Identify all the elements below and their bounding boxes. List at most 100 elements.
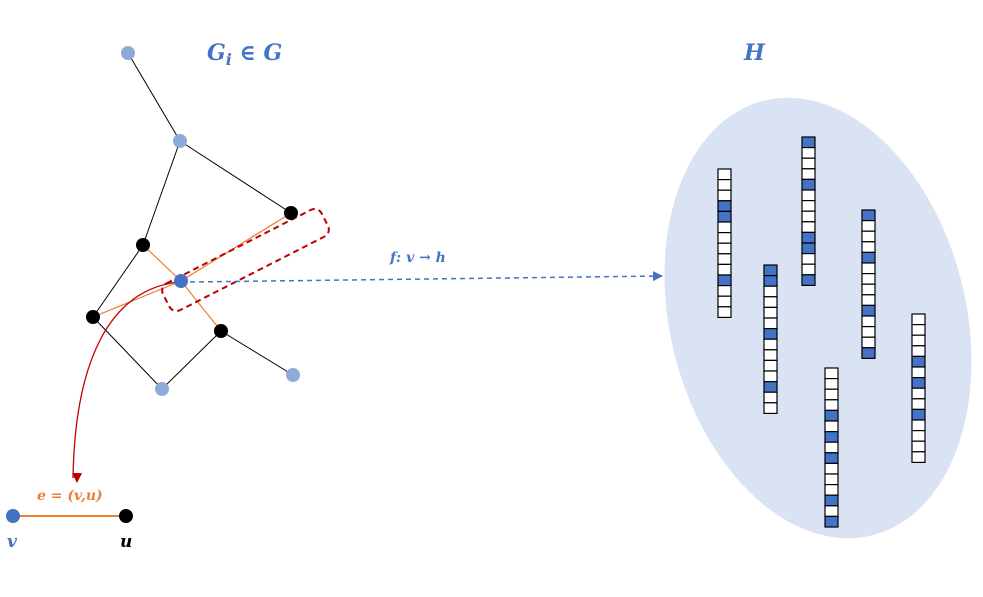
vector-cell: [717, 253, 732, 266]
graph-edge-n8-n7: [161, 330, 222, 390]
vector-cell: [861, 347, 876, 359]
vector-cell: [911, 324, 926, 336]
vector-cell: [763, 317, 778, 330]
vector-cell: [911, 387, 926, 400]
vector-cell: [911, 313, 926, 326]
vector-cell: [717, 200, 732, 213]
vector-cell: [763, 275, 778, 287]
mapping-arrow: [189, 271, 663, 283]
embedding-vector-vec1: [717, 168, 732, 318]
vector-cell: [801, 221, 816, 234]
vector-cell: [801, 274, 816, 286]
vector-cell: [824, 452, 839, 464]
vector-cell: [824, 409, 839, 422]
vector-cell: [861, 230, 876, 243]
vector-cell: [801, 253, 816, 265]
highlight-box: [161, 207, 330, 313]
vector-cell: [717, 285, 732, 297]
graph-edge-n4-n6: [92, 244, 144, 318]
vector-cell: [801, 178, 816, 191]
vector-cell: [861, 241, 876, 254]
embedding-vector-vec5: [824, 367, 839, 528]
graph-edge-n1-n2: [127, 52, 181, 142]
edge-node-v: [6, 509, 20, 523]
vector-cell: [717, 306, 732, 318]
vector-cell: [911, 451, 926, 463]
vector-cell: [763, 402, 778, 414]
graph-node-n2: [173, 134, 187, 148]
graph-node-n8: [155, 382, 169, 396]
graph-node-n6: [86, 310, 100, 324]
vector-cell: [763, 349, 778, 361]
graph-edge-n6-n8: [92, 316, 163, 390]
graph-edge-n7-n9: [220, 330, 294, 376]
embedding-vector-vec4: [763, 264, 778, 414]
embedding-space-label: H: [743, 40, 766, 66]
vector-cell: [824, 431, 839, 443]
vector-cell: [861, 251, 876, 264]
vector-cell: [911, 334, 926, 347]
embedding-vectors: [717, 136, 926, 528]
vector-cell: [911, 355, 926, 368]
vector-cell: [861, 294, 876, 306]
vector-cell: [861, 273, 876, 285]
vector-cell: [824, 420, 839, 433]
vector-cell: [763, 306, 778, 319]
graph-title: Gi ∈ G: [207, 40, 282, 69]
vector-cell: [763, 370, 778, 383]
graph-edge-n2-n3: [179, 140, 292, 214]
vector-cell: [801, 168, 816, 181]
vector-cell: [824, 515, 839, 528]
vector-cell: [911, 419, 926, 432]
vector-cell: [861, 220, 876, 232]
graph-edge-n5-n3: [180, 212, 292, 282]
vector-cell: [861, 304, 876, 317]
embedding-vector-vec2: [801, 136, 816, 286]
vector-cell: [717, 221, 732, 234]
vector-cell: [911, 440, 926, 453]
vector-cell: [763, 264, 778, 277]
vector-cell: [717, 242, 732, 255]
graph-edge-n5-n4: [142, 244, 182, 282]
vector-cell: [763, 381, 778, 393]
vector-cell: [861, 326, 876, 338]
vector-cell: [824, 378, 839, 390]
embedding-space-ellipse: [664, 97, 972, 539]
zoom-arrow: [72, 281, 179, 484]
vector-cell: [824, 388, 839, 401]
vector-cell: [801, 136, 816, 149]
vector-cell: [824, 484, 839, 496]
vector-cell: [911, 366, 926, 379]
vector-cell: [763, 285, 778, 298]
vector-cell: [717, 232, 732, 244]
edge-node-u: [119, 509, 133, 523]
vector-cell: [824, 399, 839, 411]
node-v-label: v: [7, 532, 18, 552]
vector-cell: [861, 262, 876, 275]
vector-cell: [911, 398, 926, 410]
vector-cell: [717, 263, 732, 276]
vector-cell: [911, 430, 926, 442]
vector-cell: [824, 494, 839, 507]
vector-cell: [763, 391, 778, 404]
vector-cell: [717, 168, 732, 181]
vector-cell: [861, 315, 876, 328]
edge-label: e = (v,u): [37, 488, 103, 504]
graph-edge-n2-n4: [142, 140, 181, 246]
vector-cell: [824, 367, 839, 380]
graph-node-n4: [136, 238, 150, 252]
vector-cell: [911, 408, 926, 421]
graph-node-n7: [214, 324, 228, 338]
vector-cell: [717, 189, 732, 202]
graph-node-n5: [174, 274, 188, 288]
embedding-vector-vec6: [911, 313, 926, 463]
vector-cell: [763, 338, 778, 351]
vector-cell: [801, 147, 816, 159]
node-u-label: u: [120, 532, 132, 552]
vector-cell: [861, 209, 876, 222]
graph-edges: [92, 52, 294, 390]
vector-cell: [763, 359, 778, 372]
vector-cell: [717, 179, 732, 191]
vector-cell: [717, 295, 732, 308]
